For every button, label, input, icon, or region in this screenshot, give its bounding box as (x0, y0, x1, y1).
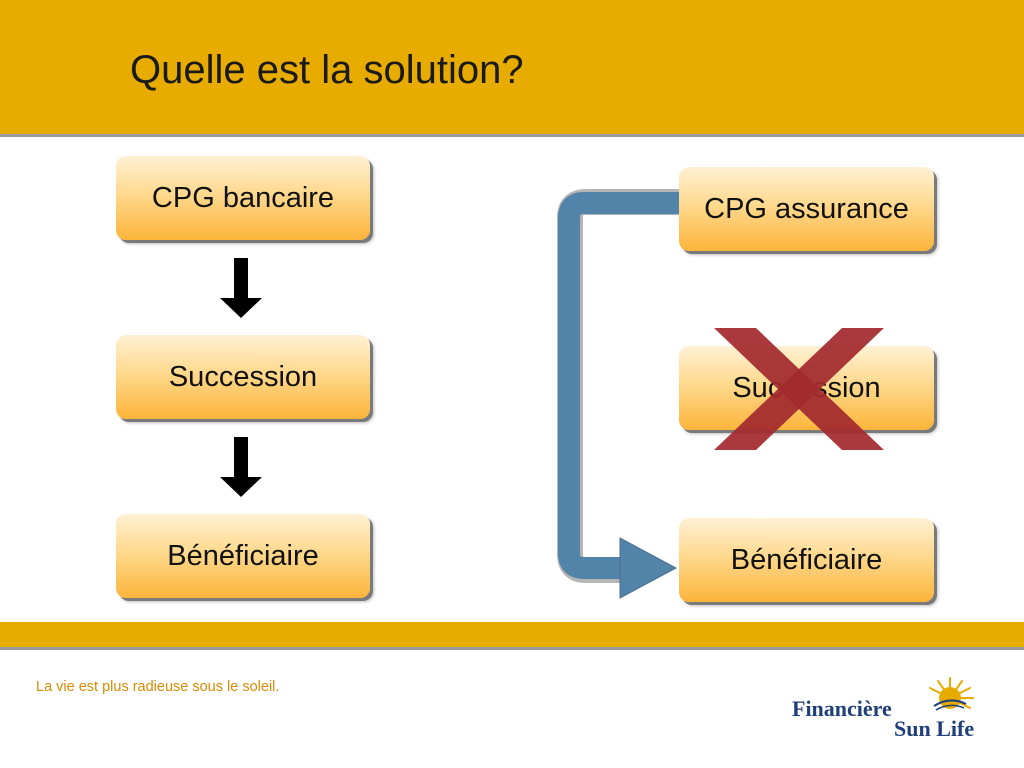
logo-line-1: Financière (792, 696, 892, 721)
node-succession-left-label: Succession (168, 360, 318, 393)
node-cpg-assurance: CPG assurance (679, 167, 934, 251)
company-logo: Financière Sun Life (792, 672, 1002, 742)
slide-title: Quelle est la solution? (130, 48, 524, 92)
node-cpg-bancaire-label: CPG bancaire (151, 181, 335, 214)
footer-band (0, 622, 1024, 650)
node-beneficiaire-right-label: Bénéficiaire (730, 543, 883, 576)
logo-line-2: Sun Life (894, 716, 975, 741)
tagline: La vie est plus radieuse sous le soleil. (36, 679, 280, 695)
node-beneficiaire-left: Bénéficiaire (116, 514, 370, 598)
node-cpg-bancaire: CPG bancaire (116, 156, 370, 240)
sun-icon (929, 677, 974, 711)
node-beneficiaire-left-label: Bénéficiaire (167, 539, 319, 572)
header-band: Quelle est la solution? (0, 0, 1024, 137)
down-arrow-1 (220, 258, 262, 318)
node-beneficiaire-right: Bénéficiaire (679, 518, 934, 602)
node-succession-left: Succession (116, 335, 370, 419)
down-arrow-2 (220, 437, 262, 497)
node-cpg-assurance-label: CPG assurance (704, 192, 909, 225)
